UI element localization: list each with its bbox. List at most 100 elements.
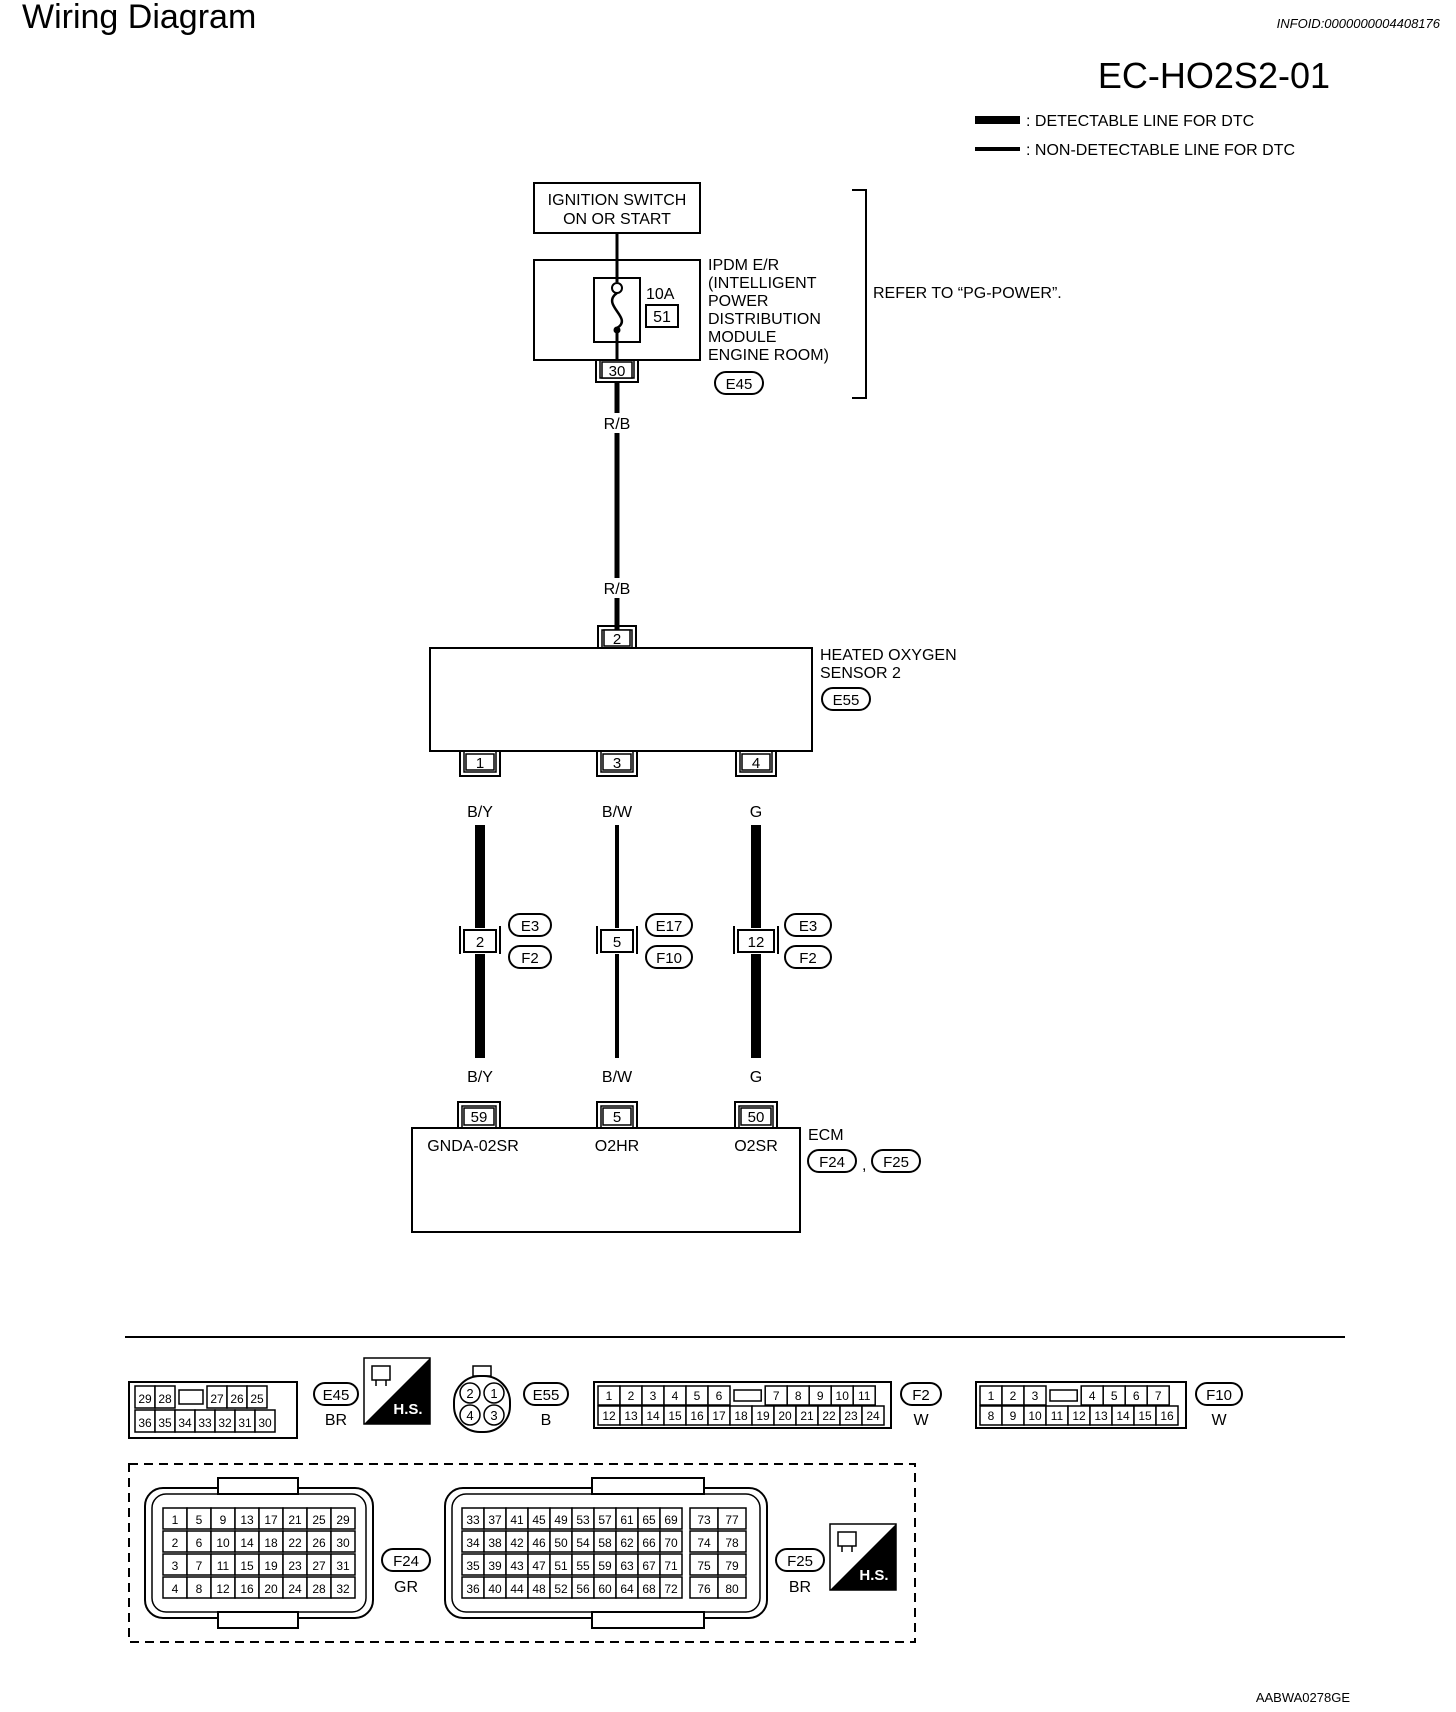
f10-pin-label-11: 11: [1051, 1409, 1064, 1423]
f2-pin-label-14: 14: [646, 1409, 660, 1423]
ecm-connector-badges: F24 , F25: [807, 1149, 921, 1174]
f25-pin-label-51: 51: [554, 1559, 568, 1573]
sensor-connector-badge: E55: [821, 687, 871, 711]
f25-pin-label-48: 48: [532, 1582, 546, 1596]
f25-pin-label-35: 35: [466, 1559, 480, 1573]
sensor-terminal-4: 4: [735, 751, 777, 777]
sensor-terminal-1: 1: [459, 751, 501, 777]
connector-f25-badge: F25: [775, 1548, 825, 1572]
e45-pin-label-29: 29: [138, 1392, 152, 1406]
f25-pin-label-34: 34: [466, 1536, 480, 1550]
f24-pin-label-32: 32: [336, 1582, 350, 1596]
f25-pin-78: [717, 1530, 747, 1553]
ignition-switch-box: IGNITION SWITCH ON OR START: [533, 182, 701, 234]
ignition-label-line2: ON OR START: [563, 211, 671, 228]
harness-side-icon-f25: H.S.: [829, 1523, 897, 1591]
sensor-top-terminal-label: 2: [613, 631, 621, 648]
f25-pin-label-69: 69: [664, 1513, 678, 1527]
joint-3-conn-a: E3: [799, 918, 817, 935]
f24-pin-label-20: 20: [264, 1582, 278, 1596]
f2-pin-label-7: 7: [773, 1389, 780, 1403]
refer-bracket: [852, 189, 867, 399]
ipdm-label-line5: MODULE: [708, 329, 776, 346]
f25-pin-label-45: 45: [532, 1513, 546, 1527]
e55-pin-label-4: 4: [466, 1408, 473, 1423]
e45-pin-label-31: 31: [238, 1416, 252, 1430]
wire-3-color-bottom: G: [750, 1069, 762, 1086]
f2-pin-label-11: 11: [858, 1389, 871, 1403]
connector-f2-badge: F2: [900, 1382, 942, 1406]
fuse-amperage: 10A: [646, 286, 675, 303]
f2-pin-label-3: 3: [650, 1389, 657, 1403]
sensor-terminal-3: 3: [596, 751, 638, 777]
ecm-signal-o2sr: O2SR: [734, 1138, 778, 1155]
f24-pin-label-23: 23: [288, 1559, 302, 1573]
f24-pin-label-21: 21: [288, 1513, 302, 1527]
f2-pin-label-16: 16: [690, 1409, 704, 1423]
joint-2-conn-a: E17: [656, 918, 683, 935]
e45-pin-25: [246, 1385, 268, 1409]
sensor-label-line1: HEATED OXYGEN: [820, 647, 957, 664]
f25-pin-80: [717, 1576, 747, 1599]
f25-pin-label-68: 68: [642, 1582, 656, 1596]
f2-pin-11: [852, 1385, 876, 1406]
f24-pin-label-26: 26: [312, 1536, 326, 1550]
wire-1-color-bottom: B/Y: [467, 1069, 493, 1086]
wire-column-2: 3 B/W 5 E17 F10 B/W 5: [596, 751, 693, 1128]
ecm-box: [411, 1127, 801, 1233]
ipdm-er-box: 10A 51: [533, 259, 701, 361]
f24-pin-label-28: 28: [312, 1582, 326, 1596]
legend-non-detectable-label: : NON-DETECTABLE LINE FOR DTC: [1026, 142, 1295, 159]
connector-e55-badge-label: E55: [533, 1387, 560, 1404]
f10-pin-7: [1146, 1385, 1170, 1406]
f25-pin-label-73: 73: [697, 1513, 711, 1527]
f24-pin-label-10: 10: [216, 1536, 230, 1550]
f25-pin-72: [659, 1576, 683, 1599]
f2-pin-label-9: 9: [817, 1389, 824, 1403]
ecm-connector-f24: F24: [819, 1154, 845, 1171]
f2-pin-label-12: 12: [602, 1409, 616, 1423]
f24-pin-label-16: 16: [240, 1582, 254, 1596]
f25-pin-label-67: 67: [642, 1559, 656, 1573]
f10-pin-label-1: 1: [988, 1389, 995, 1403]
f24-pin-label-4: 4: [172, 1582, 179, 1596]
f10-pin-label-7: 7: [1155, 1389, 1162, 1403]
e55-pin-2: [459, 1382, 481, 1404]
f24-pin-label-7: 7: [196, 1559, 203, 1573]
ipdm-connector-label: E45: [726, 376, 753, 393]
f24-pin-label-2: 2: [172, 1536, 179, 1550]
f24-pin-label-31: 31: [336, 1559, 350, 1573]
f24-pin-29: [330, 1507, 356, 1530]
connector-e55-badge: E55: [523, 1382, 569, 1406]
f25-pin-label-40: 40: [488, 1582, 502, 1596]
f24-pin-label-24: 24: [288, 1582, 302, 1596]
joint-1-conn-b: F2: [521, 950, 539, 967]
f10-pin-label-14: 14: [1116, 1409, 1130, 1423]
diagram-code: EC-HO2S2-01: [1098, 55, 1330, 96]
f25-pin-label-58: 58: [598, 1536, 612, 1550]
f25-pin-label-43: 43: [510, 1559, 524, 1573]
f25-pin-label-54: 54: [576, 1536, 590, 1550]
f24-pin-label-25: 25: [312, 1513, 326, 1527]
e55-pin-1: [483, 1382, 505, 1404]
f2-pin-label-23: 23: [844, 1409, 858, 1423]
f24-pin-label-6: 6: [196, 1536, 203, 1550]
f24-pin-label-27: 27: [312, 1559, 326, 1573]
f2-pin-label-20: 20: [778, 1409, 792, 1423]
ecm-label: ECM: [808, 1127, 844, 1144]
f24-pin-label-12: 12: [216, 1582, 230, 1596]
f25-pin-label-77: 77: [725, 1513, 739, 1527]
f10-pin-label-9: 9: [1010, 1409, 1017, 1423]
f2-pin-label-10: 10: [836, 1389, 850, 1403]
sensor-terminal-1-label: 1: [476, 755, 484, 772]
f25-pin-label-71: 71: [664, 1559, 678, 1573]
f2-key-slot: [733, 1389, 762, 1402]
harness-side-icon-e45: H.S.: [363, 1357, 431, 1425]
f10-pin-label-15: 15: [1138, 1409, 1152, 1423]
f25-pin-label-65: 65: [642, 1513, 656, 1527]
ipdm-connector-badge: E45: [714, 371, 764, 395]
f2-pin-label-2: 2: [628, 1389, 635, 1403]
f24-pin-label-9: 9: [220, 1513, 227, 1527]
